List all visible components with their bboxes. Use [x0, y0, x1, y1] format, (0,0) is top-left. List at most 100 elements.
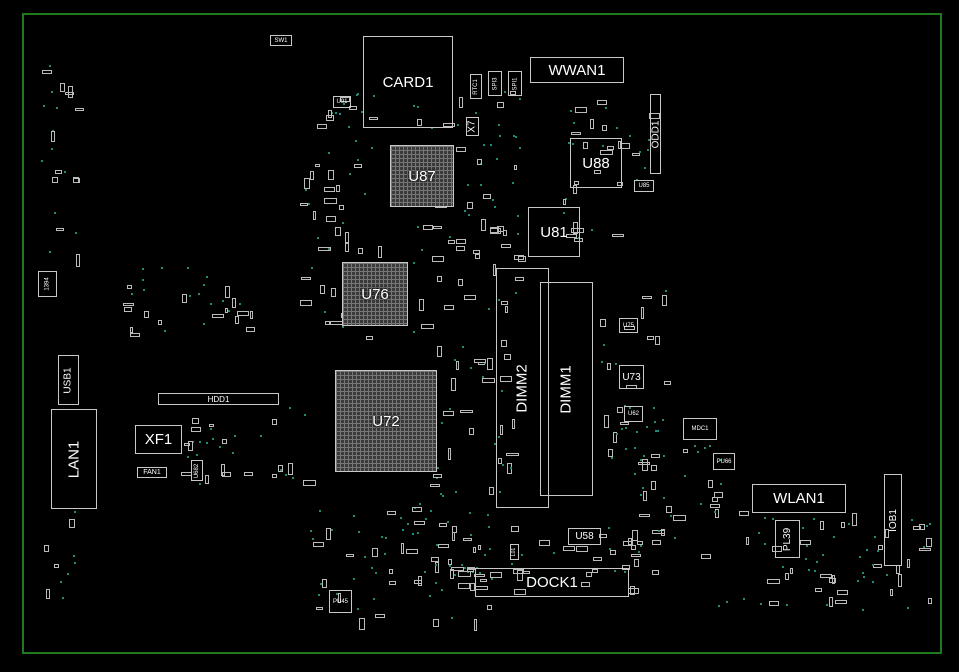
passive-part — [651, 570, 659, 576]
component-u72[interactable]: U72 — [335, 370, 437, 472]
passive-part — [592, 569, 598, 574]
passive-part — [647, 336, 654, 340]
passive-part — [458, 279, 463, 287]
via — [448, 564, 451, 567]
passive-part — [388, 568, 394, 574]
component-1394[interactable]: 1394 — [38, 271, 57, 297]
via — [640, 544, 643, 547]
via — [866, 548, 869, 551]
component-spi1[interactable]: SPI1 — [508, 71, 522, 96]
via — [339, 113, 342, 116]
component-iob1[interactable]: IOB1 — [884, 474, 902, 566]
via — [763, 543, 766, 546]
via — [61, 597, 64, 600]
label: U682 — [194, 463, 200, 478]
passive-part — [539, 540, 551, 546]
component-u76[interactable]: U76 — [342, 262, 408, 326]
via — [874, 535, 877, 538]
passive-part — [631, 152, 640, 157]
label: U88 — [582, 154, 610, 172]
component-wwan1[interactable]: WWAN1 — [530, 57, 624, 83]
via — [572, 121, 575, 124]
passive-part — [522, 570, 530, 575]
component-sw1[interactable]: SW1 — [270, 35, 292, 46]
passive-part — [512, 419, 516, 430]
via — [629, 135, 632, 138]
component-dimm2[interactable]: DIMM2 — [496, 268, 549, 508]
passive-part — [318, 246, 331, 252]
via — [643, 455, 646, 458]
via — [327, 247, 330, 250]
component-rtc1[interactable]: RTC1 — [470, 74, 482, 99]
label: USB1 — [63, 366, 74, 394]
component-wlan1[interactable]: WLAN1 — [752, 484, 846, 513]
component-usb1[interactable]: USB1 — [58, 355, 79, 405]
component-u81[interactable]: U81 — [528, 207, 580, 257]
label: MDC1 — [691, 426, 709, 432]
via — [504, 90, 506, 93]
via — [759, 602, 762, 605]
passive-part — [583, 141, 588, 150]
passive-part — [476, 158, 483, 165]
component-u73[interactable]: U73 — [619, 365, 644, 389]
via — [926, 524, 929, 527]
component-xf1[interactable]: XF1 — [135, 425, 182, 454]
via — [205, 441, 208, 444]
component-l01[interactable]: L01 — [510, 544, 519, 560]
passive-part — [314, 163, 320, 167]
via — [238, 303, 241, 306]
component-u682[interactable]: U682 — [191, 460, 203, 481]
passive-part — [414, 520, 425, 525]
component-u85[interactable]: U85 — [634, 180, 654, 192]
via — [673, 536, 676, 539]
via — [455, 490, 458, 493]
component-card1[interactable]: CARD1 — [363, 36, 453, 128]
component-u87[interactable]: U87 — [390, 145, 454, 207]
component-x7[interactable]: X7 — [466, 117, 479, 136]
via — [471, 571, 474, 574]
via — [826, 604, 829, 607]
via — [700, 502, 703, 505]
via — [862, 575, 865, 578]
via — [614, 570, 617, 573]
component-odd1[interactable]: ODD1 — [650, 94, 661, 174]
passive-part — [458, 570, 471, 577]
passive-part — [344, 231, 349, 244]
component-dock1[interactable]: DOCK1 — [475, 568, 629, 597]
component-mdc1[interactable]: MDC1 — [683, 418, 717, 440]
passive-part — [429, 484, 441, 488]
passive-part — [511, 526, 520, 532]
component-u88[interactable]: U88 — [570, 138, 622, 188]
component-u58[interactable]: U58 — [568, 528, 601, 545]
passive-part — [442, 410, 454, 417]
component-u75[interactable]: U75 — [619, 318, 638, 333]
component-u91[interactable]: U91 — [333, 96, 351, 108]
component-fan1[interactable]: FAN1 — [137, 467, 167, 478]
via — [412, 262, 415, 265]
passive-part — [599, 534, 608, 538]
component-pl39[interactable]: PL39 — [775, 520, 800, 558]
component-dimm1[interactable]: DIMM1 — [540, 282, 593, 496]
via — [494, 442, 497, 445]
passive-part — [708, 479, 713, 488]
component-pu66[interactable]: PU66 — [713, 453, 735, 470]
passive-part — [895, 565, 901, 575]
passive-part — [423, 224, 434, 230]
component-spi3[interactable]: SPI3 — [488, 71, 502, 96]
via — [371, 147, 374, 150]
via — [469, 511, 472, 514]
via — [188, 294, 191, 297]
component-lan1[interactable]: LAN1 — [51, 409, 97, 509]
passive-part — [828, 597, 834, 608]
passive-part — [600, 319, 606, 328]
component-u62[interactable]: U62 — [624, 406, 643, 422]
via — [54, 211, 57, 214]
component-hdd1[interactable]: HDD1 — [158, 393, 279, 405]
passive-part — [192, 417, 200, 424]
via — [335, 111, 338, 114]
label: SPI1 — [512, 76, 519, 91]
passive-part — [820, 520, 825, 530]
component-pu45[interactable]: PU45 — [329, 590, 352, 613]
via — [719, 483, 722, 486]
via — [476, 566, 478, 569]
